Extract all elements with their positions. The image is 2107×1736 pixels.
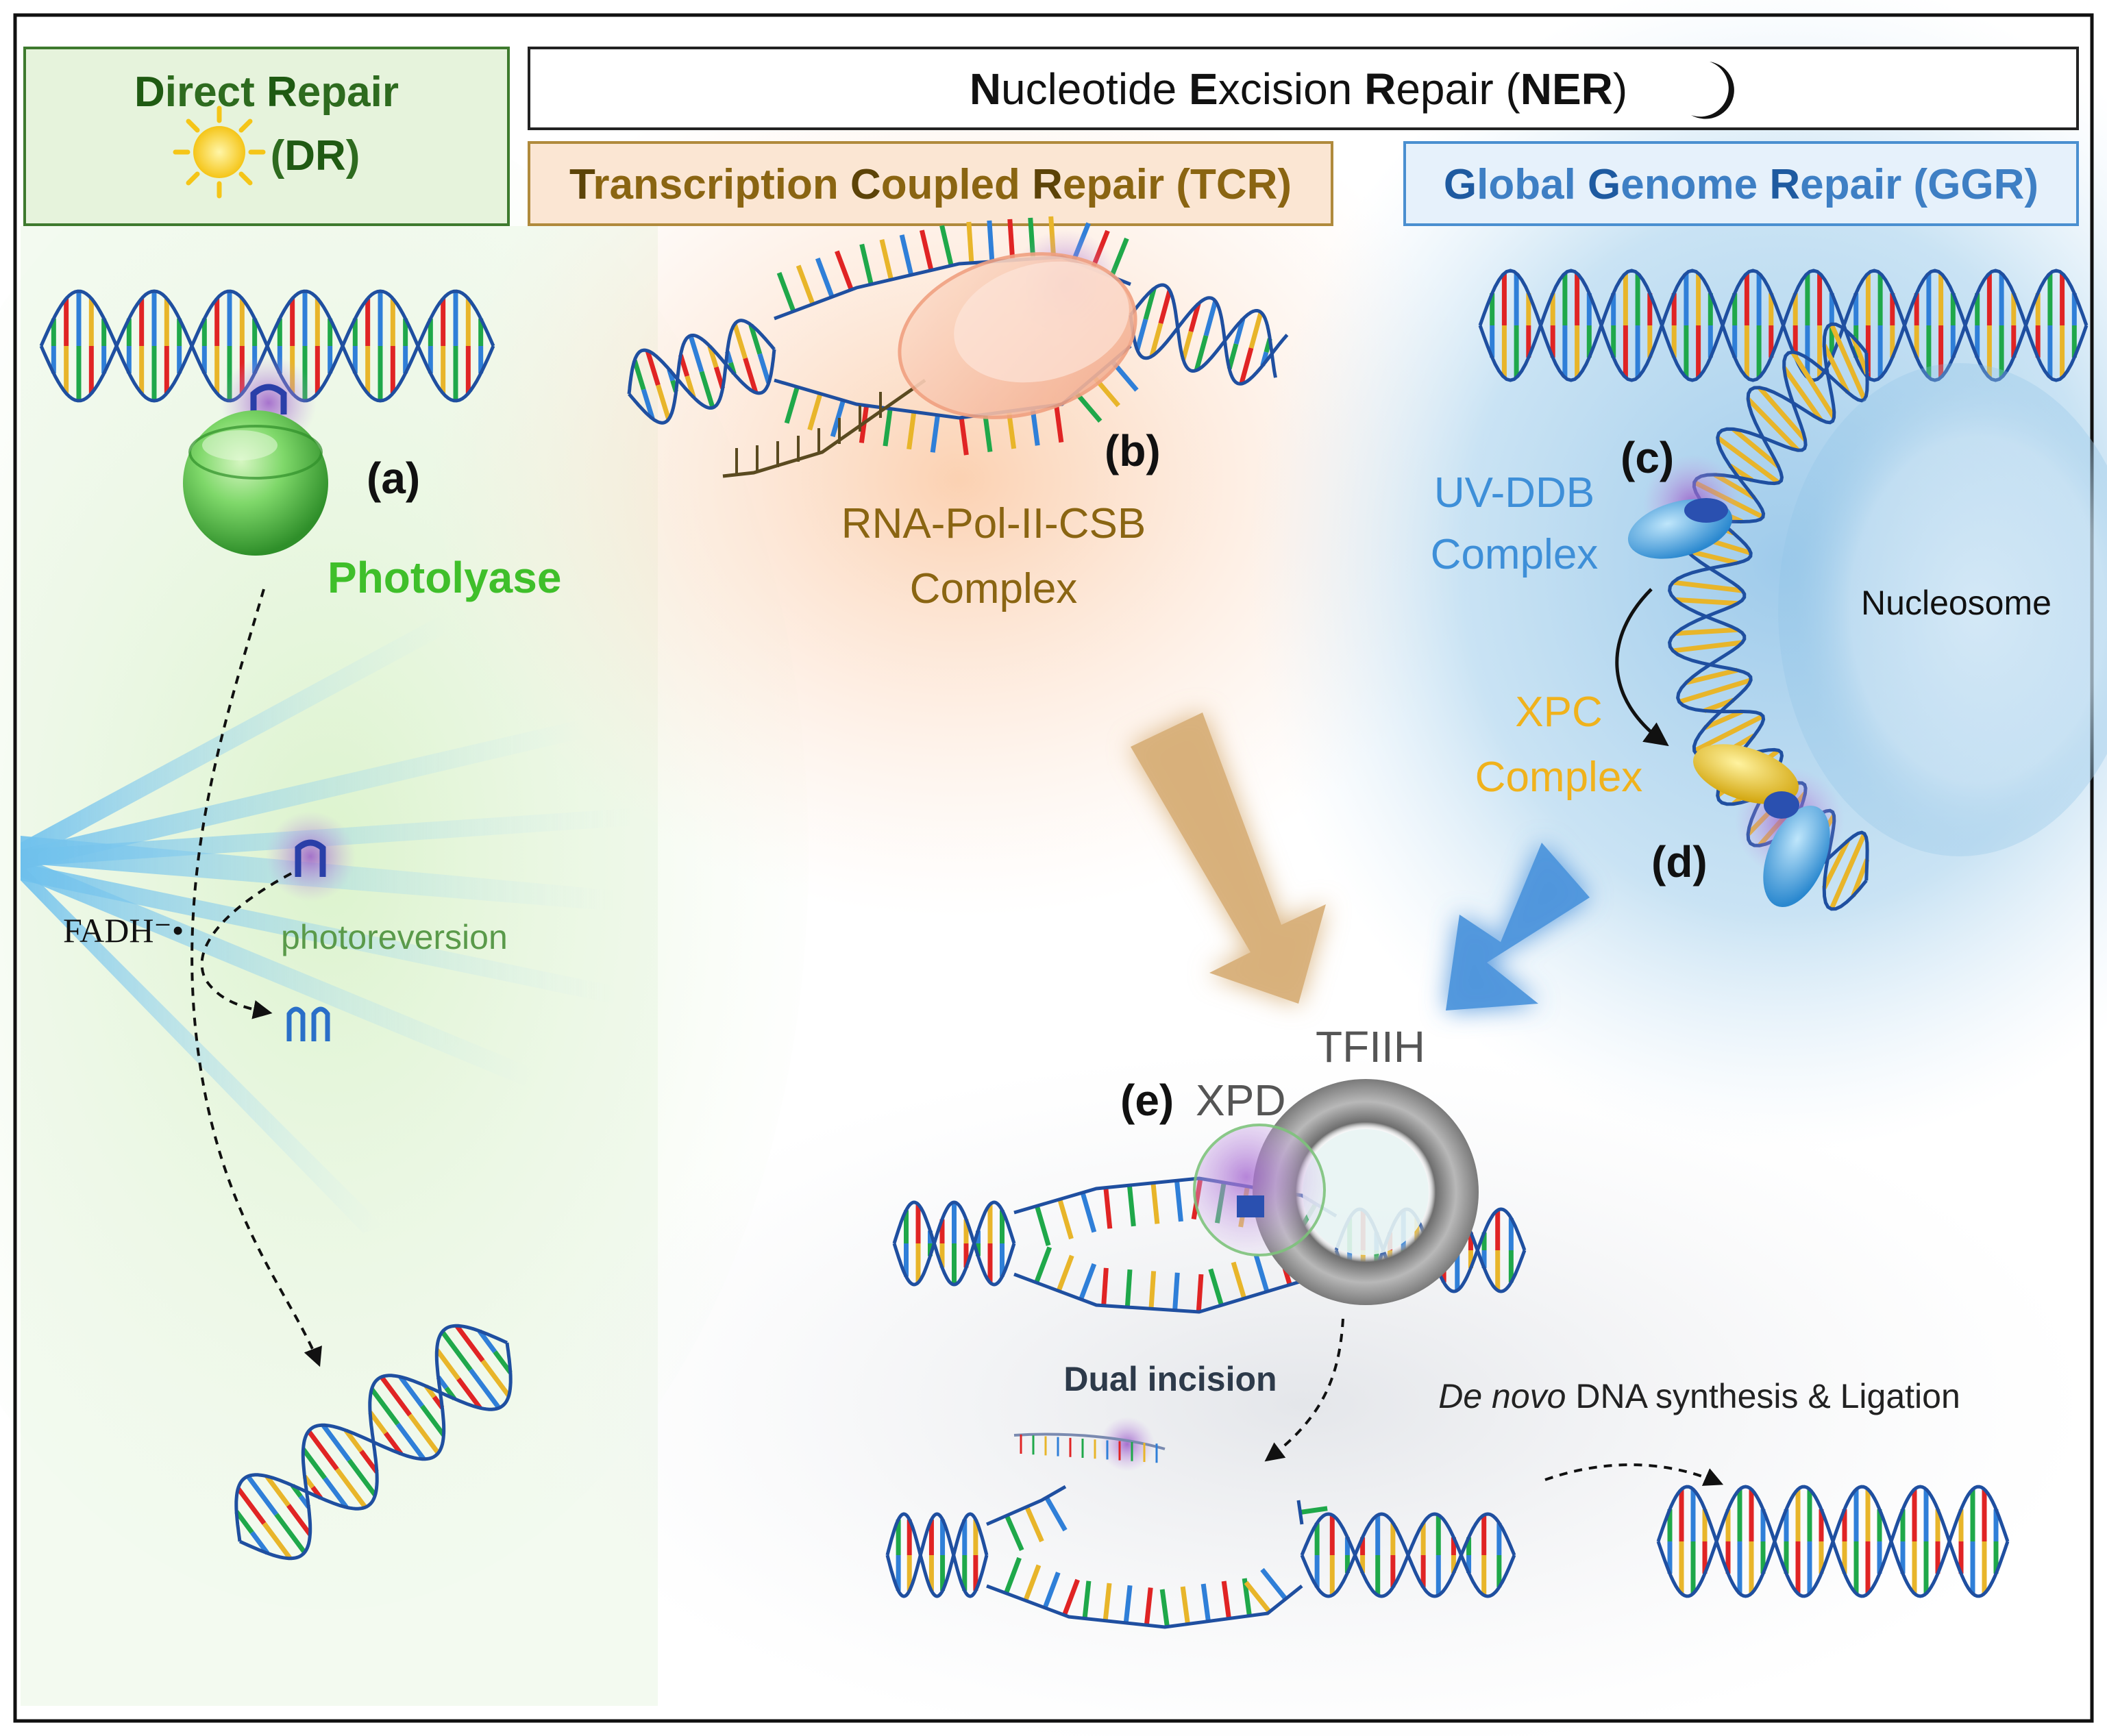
dna-helix-damaged-dr xyxy=(39,289,495,403)
photolyase-group: (a) Photolyase xyxy=(183,355,561,602)
label-dual-incision: Dual incision xyxy=(1063,1360,1277,1398)
dna-excised-gap xyxy=(885,1485,1516,1629)
label-uvddb-line1: UV-DDB xyxy=(1434,469,1594,517)
dual-incision-group: Dual incision xyxy=(1013,1318,1344,1472)
nucleosome-core xyxy=(1778,363,2107,856)
denovo-group: De novo DNA synthesis & Ligation xyxy=(1438,1377,1960,1486)
uv-light-rays xyxy=(21,617,634,1233)
label-xpc-line2: Complex xyxy=(1475,754,1643,801)
tcr-convergence-arrow xyxy=(1131,712,1326,1004)
svg-text:Direct Repair: Direct Repair xyxy=(134,69,399,116)
photoreversion-group: FADH⁻• photoreversion xyxy=(63,588,508,1367)
label-a: (a) xyxy=(367,454,420,503)
xpc-yellow-blob xyxy=(1693,744,1799,804)
pyrimidine-dimer-icon xyxy=(250,384,287,414)
label-xpd: XPD xyxy=(1196,1076,1286,1125)
svg-text:(DR): (DR) xyxy=(271,132,360,179)
svg-text:Transcription Coupled Repair (: Transcription Coupled Repair (TCR) xyxy=(569,161,1292,208)
label-photolyase: Photolyase xyxy=(328,553,561,602)
ggr-convergence-arrow xyxy=(1446,843,1590,1010)
label-b: (b) xyxy=(1105,426,1161,475)
header-tcr: Transcription Coupled Repair (TCR) xyxy=(528,141,1333,226)
label-d: (d) xyxy=(1651,837,1708,886)
xpc-group: XPC Complex (d) xyxy=(1475,689,1845,908)
xpc-blue-blob xyxy=(1763,805,1830,908)
label-denovo: De novo DNA synthesis & Ligation xyxy=(1438,1377,1960,1415)
rnapol-group: (b) RNA-Pol-II-CSB Complex xyxy=(722,230,1161,612)
excised-oligo xyxy=(1013,1433,1166,1450)
uvddb-group: (c) UV-DDB Complex xyxy=(1431,433,1742,747)
dimer-lesion-icon xyxy=(295,839,326,877)
label-fadh: FADH⁻• xyxy=(63,911,184,950)
nucleosome-group: Nucleosome xyxy=(1778,363,2107,856)
label-rnapol-line2: Complex xyxy=(910,565,1078,612)
label-c: (c) xyxy=(1621,433,1674,482)
label-uvddb-line2: Complex xyxy=(1431,531,1599,578)
svg-text:Global Genome Repair (GGR): Global Genome Repair (GGR) xyxy=(1444,161,2038,208)
dna-helix-repaired-dr xyxy=(234,1324,513,1561)
svg-text:Nucleotide Excision Repair (NE: Nucleotide Excision Repair (NER) xyxy=(970,64,1627,114)
dr-pathway-arrow xyxy=(190,588,322,1367)
label-e: (e) xyxy=(1120,1076,1174,1125)
header-ggr: Global Genome Repair (GGR) xyxy=(1403,141,2079,226)
dna-helix-ggr xyxy=(1478,269,2088,382)
header-direct-repair: Direct Repair (DR) xyxy=(23,47,510,226)
monomer-icon xyxy=(286,1006,330,1041)
header-ner: Nucleotide Excision Repair (NER) xyxy=(528,47,2079,130)
sun-icon xyxy=(173,106,266,199)
outer-frame xyxy=(13,13,2094,1723)
label-nucleosome: Nucleosome xyxy=(1861,584,2051,622)
label-tfiih: TFIIH xyxy=(1316,1022,1425,1071)
xpd-sphere xyxy=(1193,1124,1326,1256)
dna-helix-repaired-ner xyxy=(1656,1485,2010,1598)
label-rnapol-line1: RNA-Pol-II-CSB xyxy=(841,500,1146,547)
label-photoreversion: photoreversion xyxy=(281,918,508,956)
label-xpc-line1: XPC xyxy=(1515,689,1602,736)
tfiih-group: TFIIH (e) XPD xyxy=(1120,1022,1479,1305)
